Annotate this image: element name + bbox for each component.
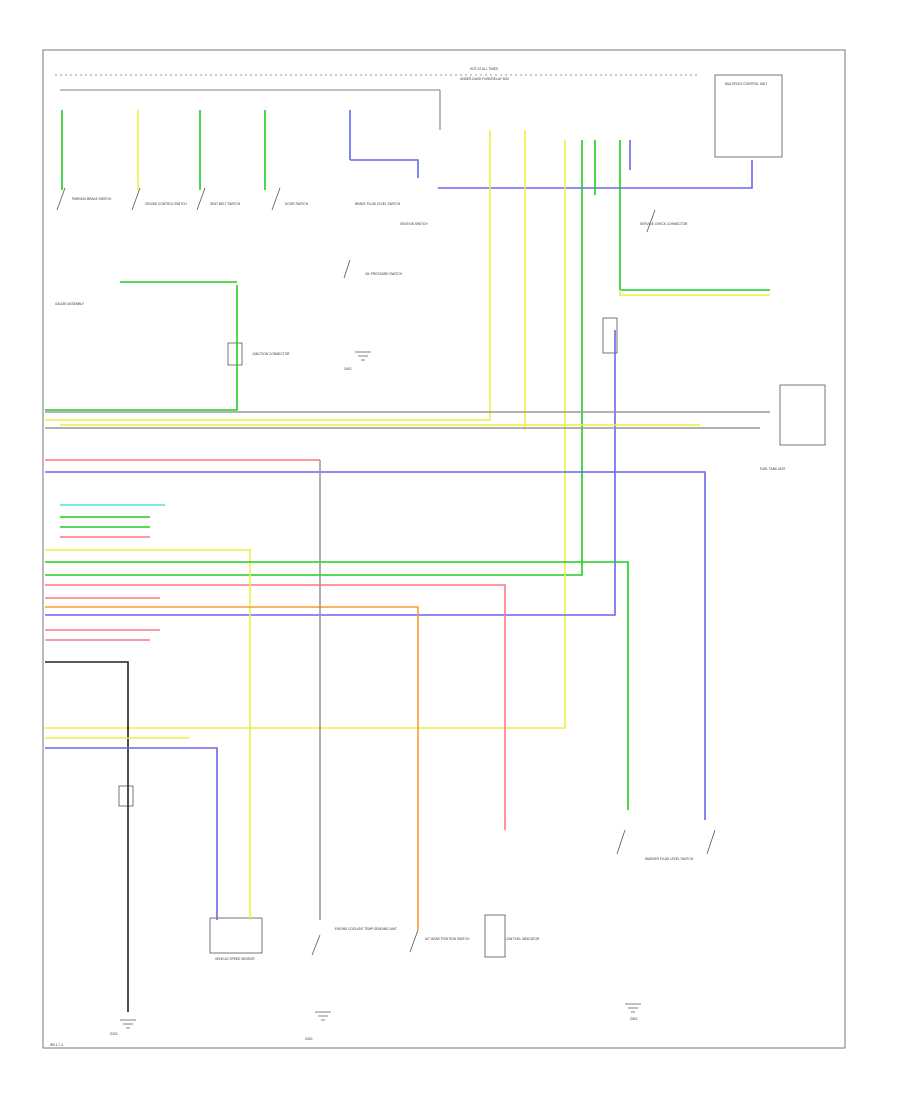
- component-label: DOOR SWITCH: [285, 202, 309, 206]
- fuel-tank-unit: [779, 384, 826, 446]
- component-label: G101: [110, 1032, 118, 1036]
- component-label: G401: [344, 367, 352, 371]
- diagram-frame: [42, 49, 846, 1049]
- wire-yellow: [45, 549, 251, 920]
- component-label: A/T GEAR POSITION SWITCH: [425, 937, 470, 941]
- component-label: FUEL TANK UNIT: [760, 467, 785, 471]
- wire-green: [619, 140, 770, 291]
- switch-group: [56, 187, 716, 956]
- wire-pink: [45, 584, 506, 830]
- top-label-hot: HOT AT ALL TIMES: [470, 67, 498, 71]
- wire-blue: [45, 747, 218, 920]
- wire-yellow: [45, 130, 491, 421]
- ground-symbols: [120, 351, 641, 1029]
- component-label: GAUGE ASSEMBLY: [55, 302, 85, 306]
- component-label: SERVICE CHECK CONNECTOR: [640, 222, 688, 226]
- component-label: LOW FUEL INDICATOR: [505, 937, 540, 941]
- junction-box-left: [118, 785, 134, 807]
- relay-box-label: MULTIPLEX CONTROL UNIT: [725, 82, 767, 86]
- component-label: ENGINE COOLANT TEMP SENDING UNIT: [335, 927, 397, 931]
- wire-blue: [350, 159, 419, 178]
- component-label: JUNCTION CONNECTOR: [252, 352, 290, 356]
- wire-green: [45, 561, 629, 810]
- component-label: PARKING BRAKE SWITCH: [72, 197, 112, 201]
- component-label: VEHICLE SPEED SENSOR: [215, 957, 255, 961]
- component-label: G501: [630, 1017, 638, 1021]
- relay-box: [714, 74, 783, 158]
- component-label: BRAKE FLUID LEVEL SWITCH: [355, 202, 401, 206]
- wire-yellow: [619, 290, 770, 296]
- component-label: SEAT BELT SWITCH: [210, 202, 241, 206]
- wire-blue: [438, 160, 753, 189]
- wire-yellow: [45, 140, 566, 729]
- wires: [45, 110, 770, 1012]
- component-label: WASHER FLUID LEVEL SWITCH: [645, 857, 694, 861]
- wire-green: [45, 140, 583, 576]
- wire-green: [45, 285, 238, 411]
- wire-orange: [45, 606, 419, 930]
- component-label: IGNITION SWITCH: [400, 222, 428, 226]
- component-label: OIL PRESSURE SWITCH: [365, 272, 403, 276]
- ect-box: [484, 914, 506, 958]
- vss-box: [209, 917, 263, 954]
- top-label-fusebox: UNDER-DASH FUSE/RELAY BOX: [460, 77, 510, 81]
- gauge-junction: [227, 342, 243, 366]
- junction-box-right: [602, 317, 618, 354]
- wire-blue: [45, 471, 706, 820]
- component-label: G201: [305, 1037, 313, 1041]
- wire-black: [45, 661, 129, 1012]
- component-label: CRUISE CONTROL SWITCH: [145, 202, 188, 206]
- footer-code: W0-1-7-4: [50, 1043, 64, 1047]
